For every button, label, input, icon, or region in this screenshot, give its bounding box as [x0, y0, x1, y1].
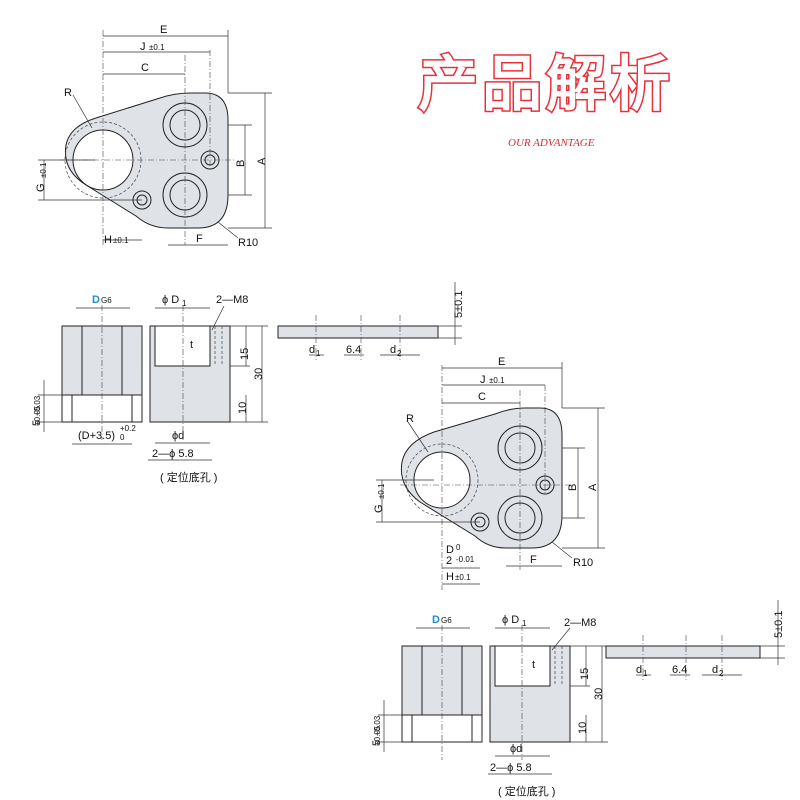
dim-D-2-G6: G6	[441, 616, 452, 625]
caption-positioning-hole: ( 定位底孔 )	[160, 470, 217, 484]
plate-d1-2-sub: 1	[643, 669, 648, 678]
top-view-2: E J ±0.1 C R B A G ±0.1 D 0 2 -0.01 H ±0…	[373, 356, 605, 590]
dim-G-2-tol: ±0.1	[377, 483, 386, 499]
dim-G: G	[35, 183, 47, 192]
dim-D35: (D+3.5)	[78, 430, 115, 442]
dim-J-2-tol: ±0.1	[489, 376, 505, 385]
dim-t: t	[190, 339, 193, 351]
plate-five-2: 5±0.1	[773, 611, 785, 638]
plate-d2-2-sub: 2	[719, 669, 724, 678]
dim-30-2: 30	[593, 688, 605, 700]
dim-5-tol-lower: +0.03	[33, 395, 42, 416]
dim-C: C	[141, 62, 149, 74]
dim-H-tol: ±0.1	[113, 236, 129, 245]
plate-d64-2: 6.4	[672, 664, 687, 676]
dim-phiD1-2: ϕ D	[502, 614, 519, 626]
dim-phiD1-2-sub: 1	[522, 619, 527, 628]
dim-M8: 2—M8	[216, 294, 248, 306]
plate-body	[277, 325, 439, 339]
dim-phiD1-sub: 1	[182, 299, 187, 308]
dim-5-tol-upper: +0.05	[33, 405, 42, 426]
side-view-1: D G6 ϕ D 1 2—M8 t 15 30 10 5 +0.05 +0.03…	[31, 294, 268, 484]
plate-d1-sub: 1	[316, 349, 321, 358]
dim-two-2: 2	[446, 555, 452, 567]
dim-15-2: 15	[579, 668, 591, 680]
dim-15: 15	[239, 348, 251, 360]
dim-D35-tol-upper: +0.2	[120, 424, 136, 433]
dim-t-2: t	[532, 659, 535, 671]
dim-H-2: H	[446, 571, 454, 583]
dim-C-2: C	[478, 391, 486, 403]
dim-5-2-tol-lower: +0.03	[373, 715, 382, 736]
dim-B-2: B	[567, 484, 579, 491]
dim-D0-2-tol-lower: -0.01	[456, 555, 475, 564]
dim-D35-tol-lower: 0	[120, 433, 125, 442]
dim-J: J	[140, 41, 146, 53]
side-view-2: D G6 ϕ D 1 2—M8 t 15 30 10 5 +0.05 +0.03…	[371, 614, 608, 798]
dim-A: A	[256, 157, 268, 165]
dim-E-2: E	[498, 356, 505, 368]
plate-d2: d	[390, 344, 396, 356]
dim-D0-2-tol-upper: 0	[456, 543, 461, 552]
dim-B: B	[235, 160, 247, 167]
dim-D0-2: D	[446, 544, 454, 556]
plate-view-1: d 1 6.4 d 2 5±0.1	[277, 282, 465, 360]
plate-d1-2: d	[636, 664, 642, 676]
title-english: OUR ADVANTAGE	[508, 137, 595, 149]
dim-phid: ϕd	[172, 430, 184, 442]
dim-10-2: 10	[577, 722, 589, 734]
plate-body-2	[605, 645, 761, 659]
dim-A-2: A	[587, 483, 599, 491]
dim-F: F	[196, 233, 203, 245]
dim-R10: R10	[238, 237, 258, 249]
dim-H-2-tol: ±0.1	[455, 573, 471, 582]
caption-positioning-hole-2: ( 定位底孔 )	[498, 784, 555, 798]
dim-phi58: 2—ϕ 5.8	[152, 448, 194, 460]
dim-R-2: R	[406, 413, 414, 425]
dim-phi58-2: 2—ϕ 5.8	[490, 762, 532, 774]
plate-d64: 6.4	[346, 344, 361, 356]
counterbore-D1	[154, 325, 211, 367]
dim-5-2: 5	[371, 740, 383, 746]
dim-J-2: J	[480, 374, 486, 386]
dim-R10-2: R10	[573, 557, 593, 569]
dim-R: R	[64, 87, 72, 99]
dim-G-tol: ±0.1	[39, 162, 48, 178]
dim-D-2: D	[432, 614, 440, 626]
title-chinese: 产品解析	[418, 51, 674, 118]
top-view-1: E J ±0.1 C R B A G ±0.1 H ±0.1 F R10	[35, 24, 272, 249]
dim-E: E	[160, 24, 167, 36]
dim-5-2-tol-upper: +0.05	[373, 725, 382, 746]
dim-H: H	[104, 234, 112, 246]
dim-F-2: F	[530, 554, 537, 566]
dim-30: 30	[253, 368, 265, 380]
plate-view-2: d 1 6.4 d 2 5±0.1	[605, 600, 785, 680]
plate-five: 5±0.1	[453, 291, 465, 318]
dim-D-G6: G6	[101, 296, 112, 305]
dim-phid-2: ϕd	[510, 743, 522, 755]
dim-5: 5	[31, 420, 43, 426]
dim-J-tol: ±0.1	[149, 43, 165, 52]
plate-d2-2: d	[712, 664, 718, 676]
dim-D: D	[92, 294, 100, 306]
dim-phiD1: ϕ D	[162, 294, 179, 306]
plate-d2-sub: 2	[397, 349, 402, 358]
plate-d1: d	[309, 344, 315, 356]
dim-G-2: G	[373, 504, 385, 513]
dim-10: 10	[237, 402, 249, 414]
dim-M8-2: 2—M8	[564, 617, 596, 629]
